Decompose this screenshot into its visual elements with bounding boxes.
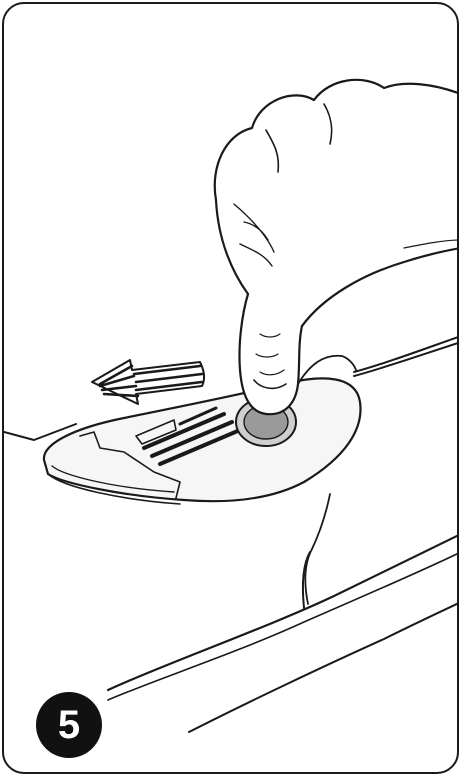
step-number-badge: 5 — [36, 692, 102, 758]
instruction-illustration — [4, 4, 459, 774]
illustration-frame: 5 — [2, 2, 459, 774]
slide-cover — [44, 378, 361, 504]
arrow-left-icon — [92, 360, 204, 404]
housing-body — [108, 494, 459, 732]
hand-pressing-icon — [215, 80, 459, 414]
